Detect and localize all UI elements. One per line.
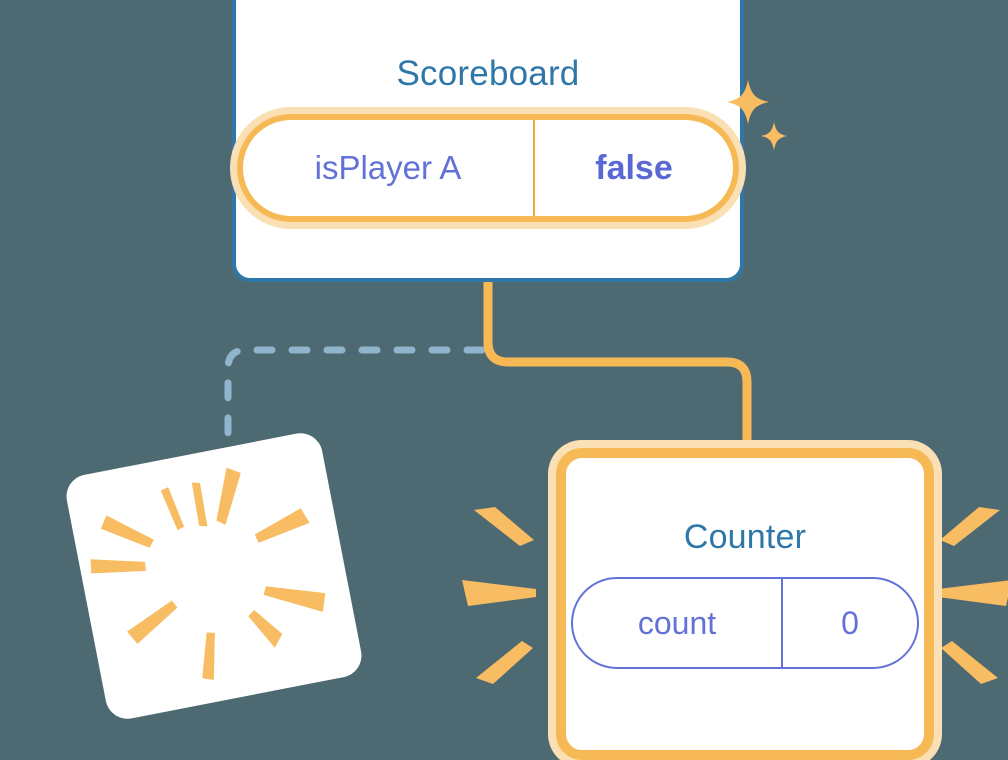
scoreboard-state-pill[interactable]: isPlayer A false [237, 114, 739, 222]
blank-burst-card[interactable] [62, 429, 366, 723]
connector-scoreboard-to-counter [483, 282, 752, 470]
counter-state-key: count [637, 604, 717, 641]
sparkles-group [727, 80, 787, 150]
counter-card[interactable]: Counter count 0 [556, 448, 934, 760]
counter-state-row-wrap: count 0 [566, 577, 924, 669]
counter-state-pill[interactable]: count 0 [571, 577, 919, 669]
scoreboard-card[interactable]: Scoreboard isPlayer A false [232, 0, 787, 282]
counter-rays-right [938, 507, 1008, 684]
burst-ray-s [202, 632, 215, 680]
counter-ray-left-bottom [476, 641, 533, 684]
scoreboard-state-value: false [533, 120, 733, 216]
sparkle-small-icon [761, 122, 787, 150]
counter-ray-left-top [474, 507, 534, 546]
scoreboard-state-key: isPlayer A [314, 149, 462, 186]
burst-rays-group [90, 467, 326, 680]
burst-ray-ssw [127, 600, 178, 644]
scoreboard-state-row-wrap: isPlayer A false [236, 114, 740, 222]
counter-title: Counter [683, 518, 807, 556]
counter-ray-left-middle [462, 580, 536, 606]
counter-ray-right-bottom [941, 641, 998, 684]
counter-ray-right-top [940, 507, 1000, 546]
burst-ray-nnw [160, 487, 185, 531]
burst-ray-ene [254, 508, 310, 543]
sparkle-large-icon [727, 80, 769, 124]
burst-ray-nne [216, 467, 241, 525]
counter-ray-right-middle [938, 580, 1008, 606]
burst-ray-wnw [100, 515, 154, 548]
counter-state-value: 0 [781, 579, 917, 667]
burst-ray-n [191, 482, 208, 527]
scoreboard-title: Scoreboard [396, 54, 580, 93]
burst-ray-ese [263, 586, 326, 612]
burst-ray-sse [248, 609, 283, 648]
burst-ray-wsw [90, 559, 146, 574]
counter-rays-left [462, 507, 536, 684]
